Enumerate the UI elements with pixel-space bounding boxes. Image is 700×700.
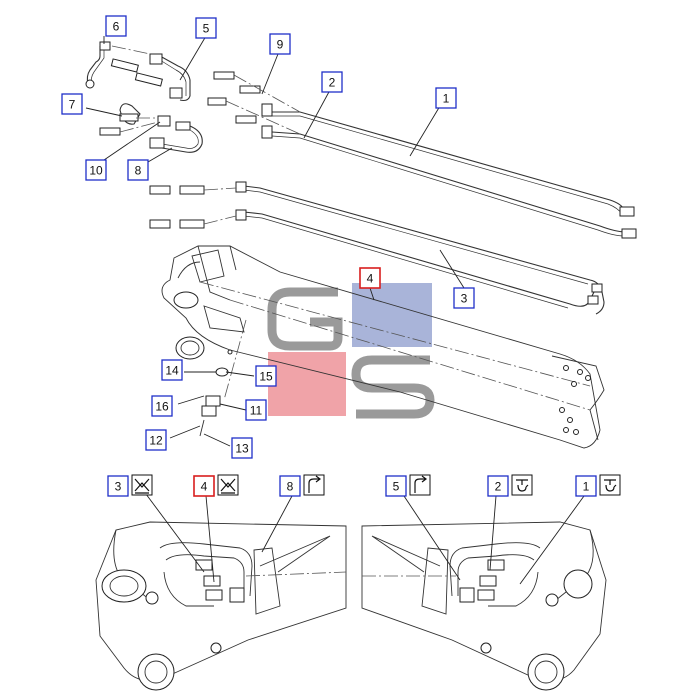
watermark-blue-square [352, 283, 432, 347]
callout-3: 3 [453, 287, 475, 309]
legend-callout-2-label: 2 [495, 480, 502, 494]
detail-left-view [95, 485, 347, 691]
legend-callout-4: 4 [193, 475, 215, 497]
legend-callout-1: 1 [575, 475, 597, 497]
legend-symbol-1 [599, 474, 621, 496]
callout-11-label: 11 [250, 404, 263, 418]
legend-callout-3-label: 3 [115, 480, 122, 494]
tube-1 [272, 111, 633, 215]
watermark-letter-g [267, 287, 343, 351]
callout-5: 5 [195, 17, 217, 39]
callout-9: 9 [269, 33, 291, 55]
legend-callout-2: 2 [487, 475, 509, 497]
callout-1-label: 1 [443, 92, 450, 106]
callout-7: 7 [61, 93, 83, 115]
callout-12: 12 [145, 429, 167, 451]
legend-callout-1-label: 1 [583, 480, 590, 494]
left-pivot-hole [101, 569, 147, 603]
callout-13: 13 [231, 437, 253, 459]
callout-16-label: 16 [155, 400, 169, 414]
hose-6 [86, 46, 101, 85]
callout-9-label: 9 [277, 38, 284, 52]
boom-assembly [161, 245, 605, 449]
hose-assembly-upper [85, 35, 637, 315]
callout-10: 10 [85, 159, 107, 181]
callout-5-label: 5 [203, 22, 210, 36]
legend-callout-8: 8 [279, 475, 301, 497]
tilt-arrows-icon [220, 478, 236, 494]
callout-16: 16 [151, 395, 173, 417]
lift-cylinder-icon [516, 479, 529, 492]
hose-return-icon [308, 475, 321, 493]
callout-8: 8 [127, 159, 149, 181]
callout-11: 11 [245, 399, 267, 421]
watermark-letter-s [351, 355, 435, 419]
fittings-row-3-4 [149, 181, 247, 229]
gs-watermark [267, 283, 435, 419]
callout-10-label: 10 [89, 164, 103, 178]
callout-12-label: 12 [149, 434, 163, 448]
legend-callout-5: 5 [385, 475, 407, 497]
callout-15: 15 [255, 365, 277, 387]
legend-symbol-3 [131, 474, 153, 496]
right-pivot-hole [563, 569, 593, 599]
callout-6-label: 6 [113, 20, 120, 34]
hose-return-icon [414, 475, 427, 493]
callout-15-label: 15 [259, 370, 273, 384]
boom-pivot-hole [175, 336, 205, 360]
legend-callout-8-label: 8 [287, 480, 294, 494]
legend-callout-4-label: 4 [201, 480, 208, 494]
callout-8-label: 8 [135, 164, 142, 178]
legend-symbol-5 [409, 474, 431, 496]
callout-3-label: 3 [461, 292, 468, 306]
callout-4-label: 4 [367, 272, 374, 286]
legend-callout-3: 3 [107, 475, 129, 497]
hose-8 [161, 125, 203, 153]
watermark-red-square [268, 352, 346, 416]
callout-14-label: 14 [165, 364, 179, 378]
detail-right-view [361, 495, 607, 691]
hose-5 [159, 55, 191, 102]
boom-body [161, 245, 601, 449]
legend-symbol-4 [217, 474, 239, 496]
callout-1: 1 [435, 87, 457, 109]
legend-symbol-2 [511, 474, 533, 496]
tilt-arrows-icon [134, 478, 150, 494]
boom-end-bolts [559, 365, 591, 435]
callout-4: 4 [359, 267, 381, 289]
callout-2: 2 [321, 71, 343, 93]
lift-cylinder-icon [604, 479, 617, 492]
callout-13-label: 13 [235, 442, 249, 456]
callout-14: 14 [161, 359, 183, 381]
callout-2-label: 2 [329, 76, 336, 90]
callout-7-label: 7 [69, 98, 76, 112]
fittings-row-9 [207, 71, 301, 139]
legend-callout-5-label: 5 [393, 480, 400, 494]
tube-2 [271, 131, 633, 237]
legend-symbol-8 [303, 474, 325, 496]
callout-6: 6 [105, 15, 127, 37]
